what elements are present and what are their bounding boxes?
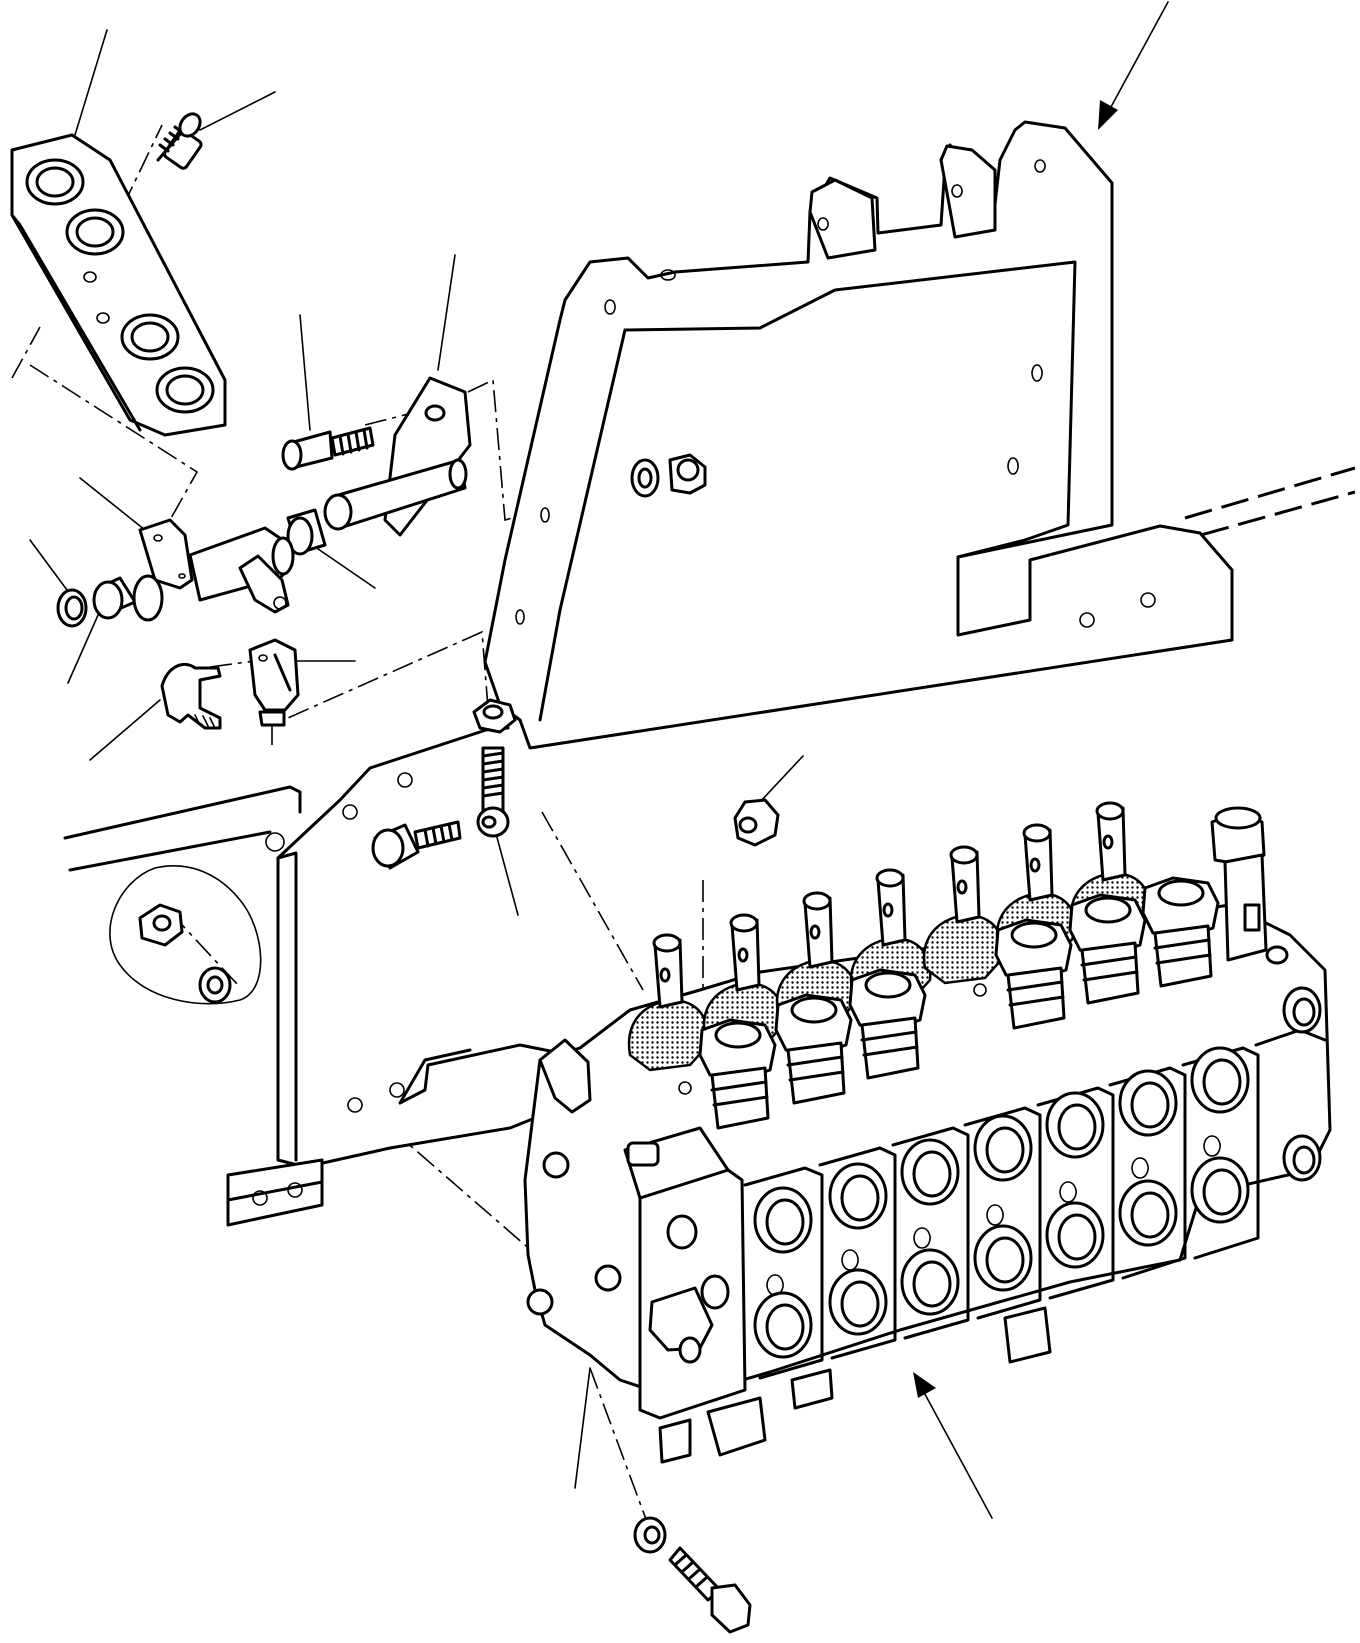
leader-line (574, 1367, 591, 1489)
relief-fitting (1068, 893, 1147, 1005)
spool-boot (627, 933, 710, 1072)
frame-holes (515, 159, 1156, 628)
threaded-rod-eye (476, 746, 510, 838)
relief-fitting (1141, 876, 1220, 988)
bore (120, 313, 180, 361)
valve-section (891, 1126, 970, 1340)
plug (626, 1141, 660, 1167)
bushing (286, 508, 327, 556)
frame-lug (808, 178, 877, 260)
flat-washer (198, 966, 232, 1004)
valve-section (1181, 1046, 1260, 1260)
valve-section (743, 1166, 824, 1380)
leader-line (494, 829, 519, 916)
pivot-lever-bracket (383, 376, 472, 537)
assembly-lines (11, 124, 704, 1531)
valve-section (818, 1146, 897, 1360)
leader-line (89, 699, 161, 761)
leader-line (437, 254, 456, 371)
cover-plate (265, 726, 562, 1169)
relief-fitting (848, 968, 927, 1080)
relief-fitting (774, 993, 853, 1105)
leader-line (79, 477, 146, 531)
spool-boot (922, 845, 1005, 985)
hex-bolt (281, 426, 375, 471)
bushing (92, 576, 137, 620)
spring-clip (160, 662, 222, 730)
arrow-frame (1098, 1, 1169, 130)
clevis-fork (248, 638, 300, 727)
mounting-plate-with-four-bores (10, 133, 227, 437)
detail-bubble (109, 865, 262, 1005)
chassis-outline (63, 466, 1356, 1005)
relief-fitting (698, 1018, 777, 1130)
frame-lug (939, 144, 997, 239)
valve-section (1036, 1086, 1115, 1300)
inlet-cap (1210, 806, 1268, 962)
spool-boot (775, 891, 858, 1029)
flat-washer (633, 1516, 667, 1554)
rubber-clamp (226, 1158, 324, 1227)
hex-nut (733, 798, 780, 847)
bore (25, 158, 85, 206)
socket-head-screw (156, 112, 203, 170)
bore (155, 366, 215, 414)
flat-washer (630, 458, 660, 498)
leader-line (199, 91, 276, 131)
arrow-valve (913, 1372, 993, 1519)
support-frame (483, 120, 1234, 750)
control-valve-block (523, 801, 1332, 1464)
inlet-section (1254, 945, 1327, 1182)
leader-line (29, 539, 68, 591)
hex-nut (472, 698, 517, 734)
leader-line (74, 29, 108, 136)
pivot-pin-shaft (323, 458, 468, 531)
circlip (56, 588, 88, 628)
hex-nut (138, 903, 184, 947)
pivot-collar (132, 574, 164, 622)
hex-bolt (668, 1546, 752, 1634)
hex-nut (668, 453, 707, 495)
valve-section (963, 1106, 1042, 1320)
bore (65, 208, 125, 256)
relief-fitting (994, 918, 1073, 1030)
leader-line (299, 314, 311, 431)
hex-bolt (371, 820, 462, 870)
valve-section (1108, 1066, 1187, 1280)
